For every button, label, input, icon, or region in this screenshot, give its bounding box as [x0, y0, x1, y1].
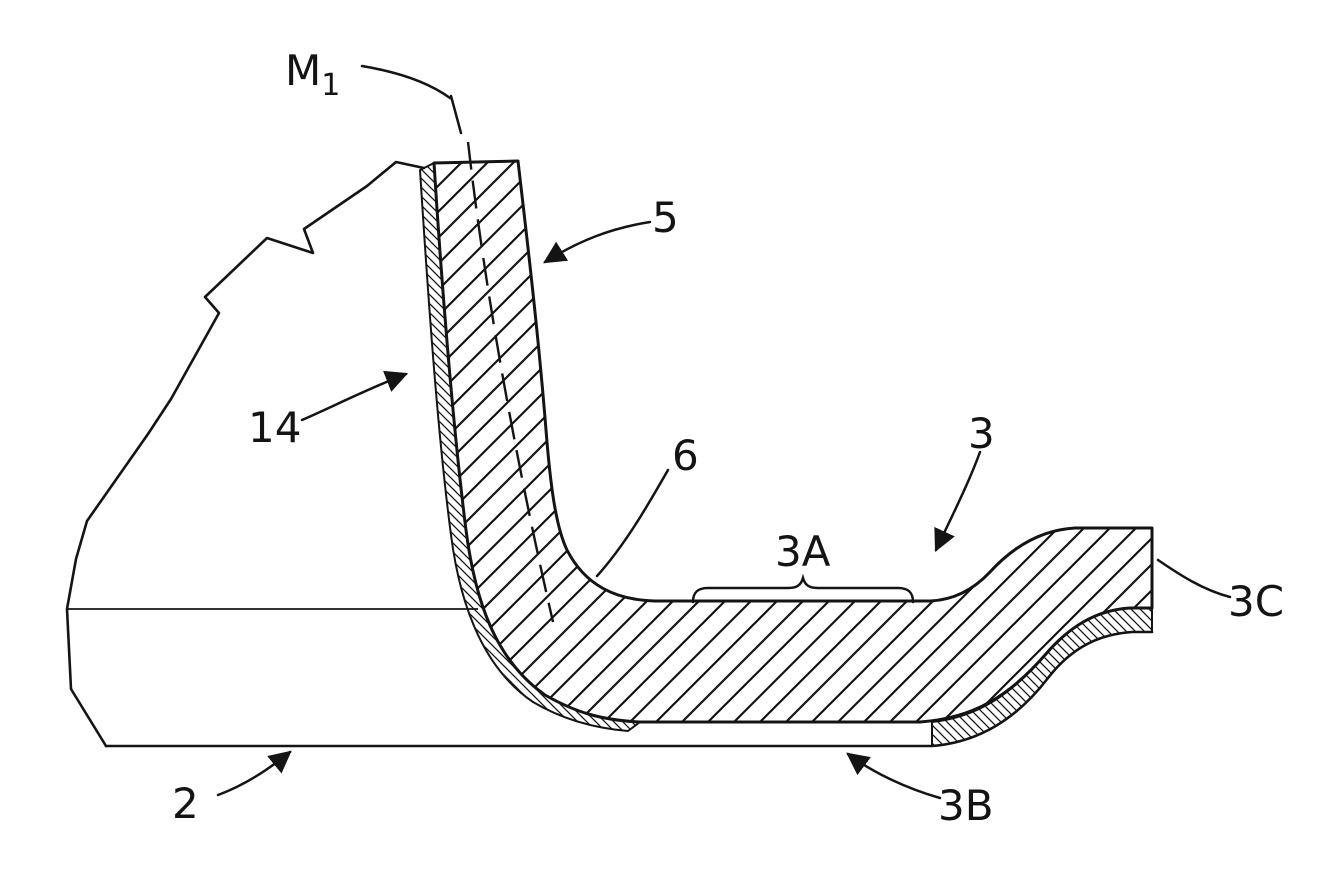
leader-arrow-3 — [934, 450, 982, 553]
main-hatched-band — [432, 159, 1154, 724]
label-5: 5 — [652, 193, 679, 242]
label-14: 14 — [248, 403, 301, 452]
leader-arrow-2 — [216, 750, 292, 797]
centerline-m1-tick — [449, 94, 463, 135]
leader-6 — [595, 468, 670, 578]
leader-arrow-3b — [846, 752, 942, 800]
centerline-m1 — [466, 141, 555, 623]
leader-m1 — [360, 64, 452, 100]
leader-arrow-5 — [543, 220, 652, 264]
label-3b: 3B — [938, 781, 994, 830]
label-3c: 3C — [1228, 577, 1284, 626]
label-3a: 3A — [775, 527, 831, 576]
label-m1-main: M — [285, 46, 321, 95]
brace-3a — [691, 573, 915, 604]
label-3: 3 — [968, 409, 995, 458]
label-6: 6 — [672, 431, 699, 480]
label-m1: M1 — [285, 46, 340, 103]
label-m1-sub: 1 — [321, 68, 340, 103]
label-2: 2 — [172, 779, 199, 828]
leader-arrow-14 — [300, 370, 409, 422]
broken-away-outline — [65, 160, 426, 748]
leader-3c — [1156, 558, 1232, 599]
